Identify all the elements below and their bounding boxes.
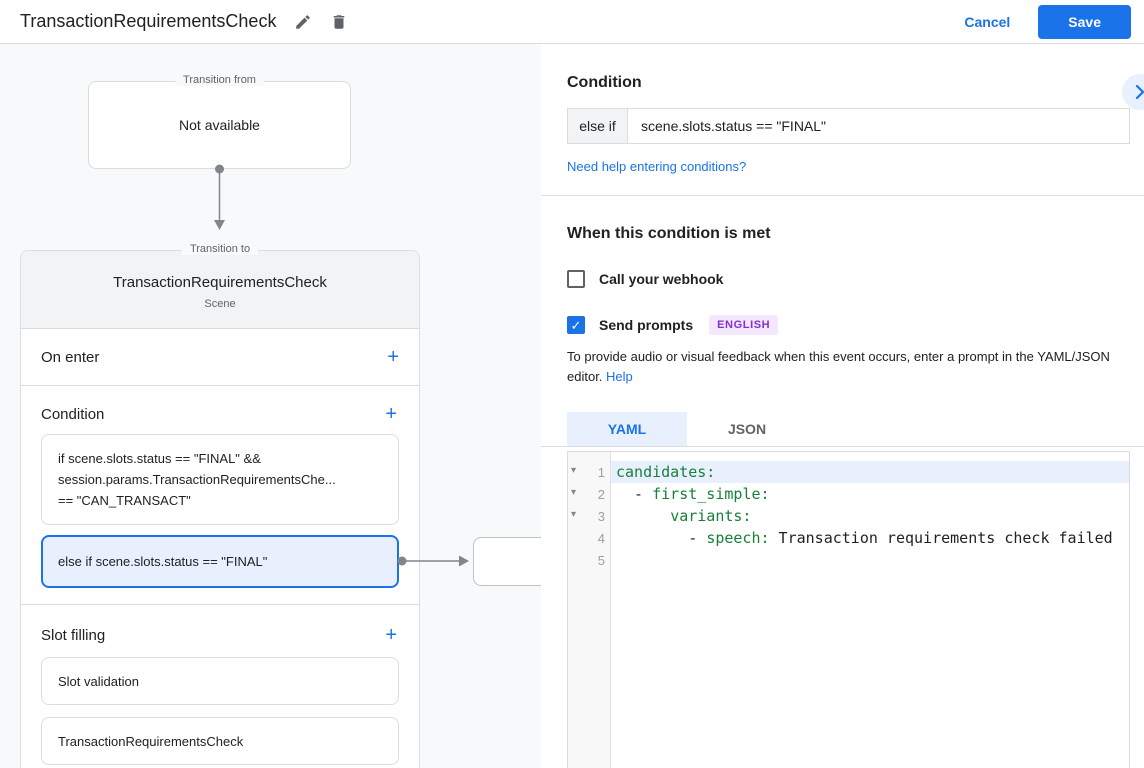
helper-text: To provide audio or visual feedback when…	[567, 349, 1110, 384]
scene-card-header[interactable]: TransactionRequirementsCheck Scene	[21, 251, 419, 329]
webhook-checkbox[interactable]: ✓	[567, 270, 585, 288]
line-number: 3	[597, 508, 605, 524]
code-line-4[interactable]: - speech: Transaction requirements check…	[611, 527, 1129, 549]
gutter-line: ▾ 4	[568, 527, 610, 549]
condition-section-label: Condition	[41, 405, 105, 423]
condition-item-2-text: else if scene.slots.status == "FINAL"	[58, 554, 268, 569]
on-enter-label: On enter	[41, 348, 100, 366]
tab-yaml[interactable]: YAML	[567, 412, 687, 446]
yaml-value: Transaction requirements check failed	[769, 529, 1113, 547]
transition-from-content: Not available	[179, 117, 260, 133]
condition-input-row: else if	[567, 108, 1130, 144]
trash-icon	[334, 14, 345, 29]
fold-icon[interactable]: ▾	[571, 465, 577, 476]
edit-button[interactable]	[290, 9, 316, 35]
editor-gutter: ▾ 1 ▾ 2 ▾ 3 ▾ 4 ▾ 5	[568, 452, 611, 768]
fold-icon[interactable]: ▾	[571, 509, 577, 520]
yaml-indent: -	[616, 485, 653, 503]
add-condition-button[interactable]: +	[385, 403, 397, 425]
condition-prefix: else if	[567, 108, 627, 144]
add-slot-button[interactable]: +	[385, 624, 397, 646]
conditions-help-link[interactable]: Need help entering conditions?	[567, 159, 747, 174]
section-divider	[541, 195, 1144, 196]
transition-to-label: Transition to	[181, 243, 259, 255]
prompt-helper-text: To provide audio or visual feedback when…	[567, 347, 1130, 387]
help-link[interactable]: Help	[606, 369, 633, 384]
transition-from-node[interactable]: Transition from Not available	[88, 74, 351, 169]
gutter-line: ▾ 5	[568, 549, 610, 571]
send-prompts-label: Send prompts	[599, 317, 694, 333]
yaml-key: speech:	[706, 529, 770, 547]
slot-filling-section: Slot filling + Slot validation Transacti…	[21, 605, 419, 768]
code-line-2[interactable]: - first_simple:	[611, 483, 1129, 505]
line-number: 5	[597, 552, 605, 568]
transition-target-node[interactable]	[473, 537, 541, 586]
cancel-button[interactable]: Cancel	[948, 6, 1026, 38]
condition-section: Condition + if scene.slots.status == "FI…	[21, 386, 419, 605]
scene-name: TransactionRequirementsCheck	[113, 274, 327, 291]
condition-item-1[interactable]: if scene.slots.status == "FINAL" && sess…	[41, 434, 399, 525]
condition-detail-panel: Condition else if Need help entering con…	[541, 44, 1144, 768]
check-icon: ✓	[570, 317, 582, 333]
send-prompts-row: ✓ Send prompts ENGLISH	[567, 315, 1130, 335]
webhook-label: Call your webhook	[599, 271, 724, 287]
tab-json[interactable]: JSON	[727, 421, 767, 437]
scene-card: Transition to TransactionRequirementsChe…	[20, 243, 420, 768]
yaml-key: first_simple:	[652, 485, 770, 503]
language-badge: ENGLISH	[709, 315, 779, 335]
webhook-row: ✓ Call your webhook	[567, 270, 1130, 288]
send-prompts-checkbox[interactable]: ✓	[567, 316, 585, 334]
line-number: 2	[597, 486, 605, 502]
slot-item-validation[interactable]: Slot validation	[41, 657, 399, 705]
gutter-line: ▾ 2	[568, 483, 610, 505]
line-number: 4	[597, 530, 605, 546]
editor-tabs: YAML JSON	[541, 412, 1144, 447]
slot-item-trc-text: TransactionRequirementsCheck	[58, 733, 244, 749]
on-enter-row: On enter +	[21, 329, 419, 386]
page-title: TransactionRequirementsCheck	[20, 11, 277, 31]
gutter-line: ▾ 1	[568, 461, 610, 483]
editor-code-area[interactable]: candidates: - first_simple: variants: - …	[611, 452, 1129, 768]
pencil-icon	[296, 14, 311, 29]
line-number: 1	[597, 464, 605, 480]
transition-from-label: Transition from	[175, 74, 264, 86]
code-line-5[interactable]	[611, 549, 1129, 571]
condition-item-2[interactable]: else if scene.slots.status == "FINAL"	[41, 535, 399, 588]
save-button[interactable]: Save	[1038, 4, 1131, 39]
scene-type: Scene	[204, 298, 236, 310]
gutter-line: ▾ 3	[568, 505, 610, 527]
slot-filling-label: Slot filling	[41, 626, 106, 644]
flow-canvas: Transition from Not available Transition…	[0, 44, 541, 768]
delete-button[interactable]	[326, 9, 352, 35]
collapse-panel-button[interactable]	[1122, 74, 1144, 110]
when-met-title: When this condition is met	[567, 225, 771, 242]
chevron-right-icon	[1135, 84, 1144, 100]
condition-item-1-line3: == "CAN_TRANSACT"	[58, 493, 191, 508]
code-line-3[interactable]: variants:	[611, 505, 1129, 527]
condition-item-1-line2: session.params.TransactionRequirementsCh…	[58, 472, 336, 487]
panel-title: Condition	[567, 74, 642, 91]
add-on-enter-button[interactable]: +	[387, 346, 399, 368]
slot-item-validation-text: Slot validation	[58, 673, 139, 689]
yaml-key: variants:	[670, 507, 752, 525]
code-line-1[interactable]: candidates:	[611, 461, 1129, 483]
top-bar: TransactionRequirementsCheck Cancel Save	[0, 0, 1144, 44]
yaml-indent: -	[616, 529, 707, 547]
yaml-editor[interactable]: ▾ 1 ▾ 2 ▾ 3 ▾ 4 ▾ 5	[567, 451, 1130, 768]
yaml-key: candidates:	[616, 463, 716, 481]
condition-input[interactable]	[627, 108, 1130, 144]
fold-icon[interactable]: ▾	[571, 487, 577, 498]
condition-item-1-line1: if scene.slots.status == "FINAL" &&	[58, 451, 261, 466]
yaml-indent	[616, 507, 670, 525]
slot-item-trc[interactable]: TransactionRequirementsCheck	[41, 717, 399, 765]
